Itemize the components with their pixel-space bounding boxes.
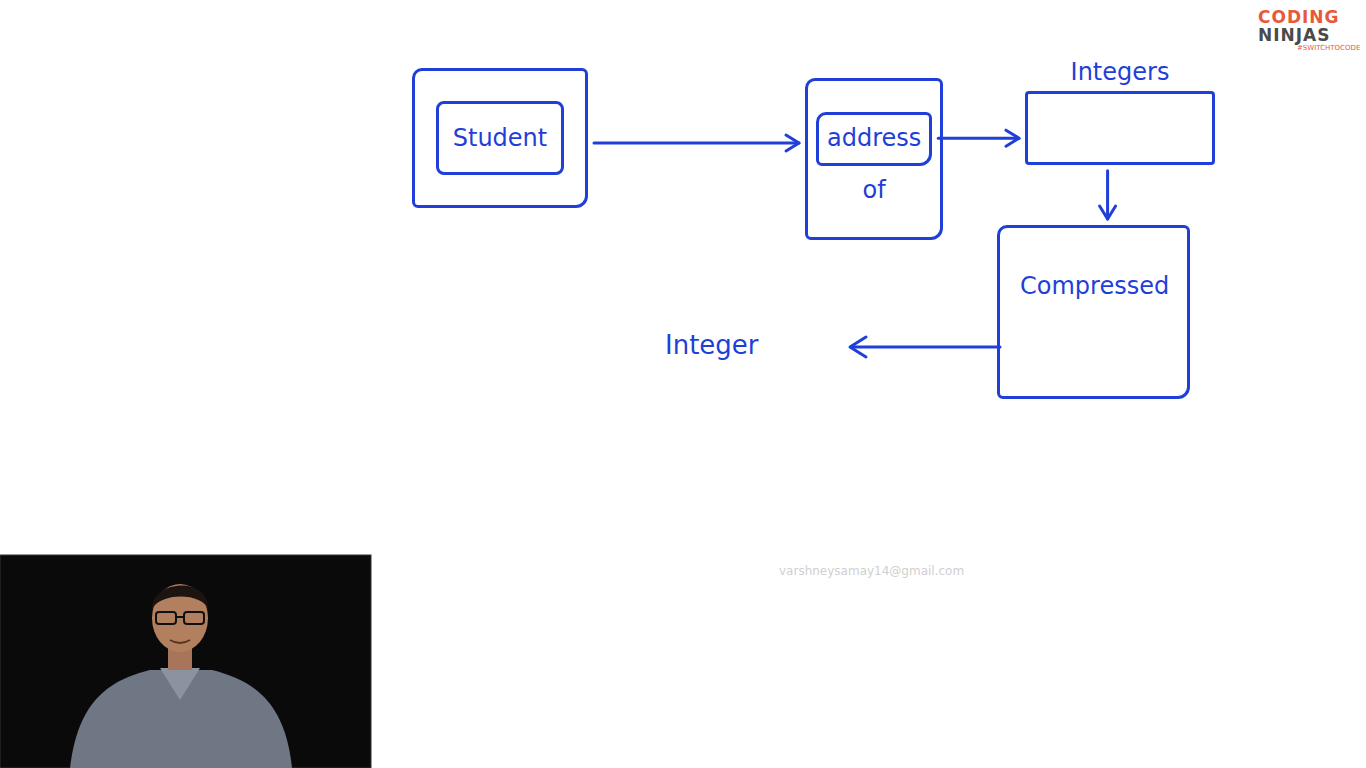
bar-box <box>1025 91 1215 165</box>
arrow-head <box>1100 206 1116 219</box>
watermark: varshneysamay14@gmail.com <box>779 564 964 578</box>
loose-arrow <box>852 346 1000 349</box>
box-text: Compressed <box>1020 272 1169 301</box>
arrow-connector <box>1100 171 1116 219</box>
arrow-connector <box>594 135 799 151</box>
connector-line <box>938 137 1019 140</box>
webcam-inset <box>0 555 371 768</box>
logo-text: CODING <box>1258 7 1340 27</box>
connector-line <box>1106 171 1109 219</box>
rounded-box: Compressed <box>997 225 1190 399</box>
box-text: of <box>863 176 886 205</box>
arrow-head <box>786 135 799 151</box>
arrow-head <box>1006 130 1019 146</box>
loose-text: Integer <box>665 330 759 360</box>
box-text: Student <box>436 101 564 176</box>
arrow-connector <box>938 130 1019 146</box>
loose-arrow-head <box>850 337 866 357</box>
box-text: address <box>827 124 921 153</box>
logo-text: NINJAS <box>1258 25 1331 45</box>
logo-tagline: #SWITCHTOCODE <box>1297 44 1360 52</box>
heading-box: Integers <box>1025 58 1215 165</box>
outer-box: Student <box>412 68 588 208</box>
inner-box: address <box>816 112 932 166</box>
box-heading: Integers <box>1071 58 1170 91</box>
outer-box: of address <box>805 78 943 240</box>
connector-line <box>594 142 799 145</box>
